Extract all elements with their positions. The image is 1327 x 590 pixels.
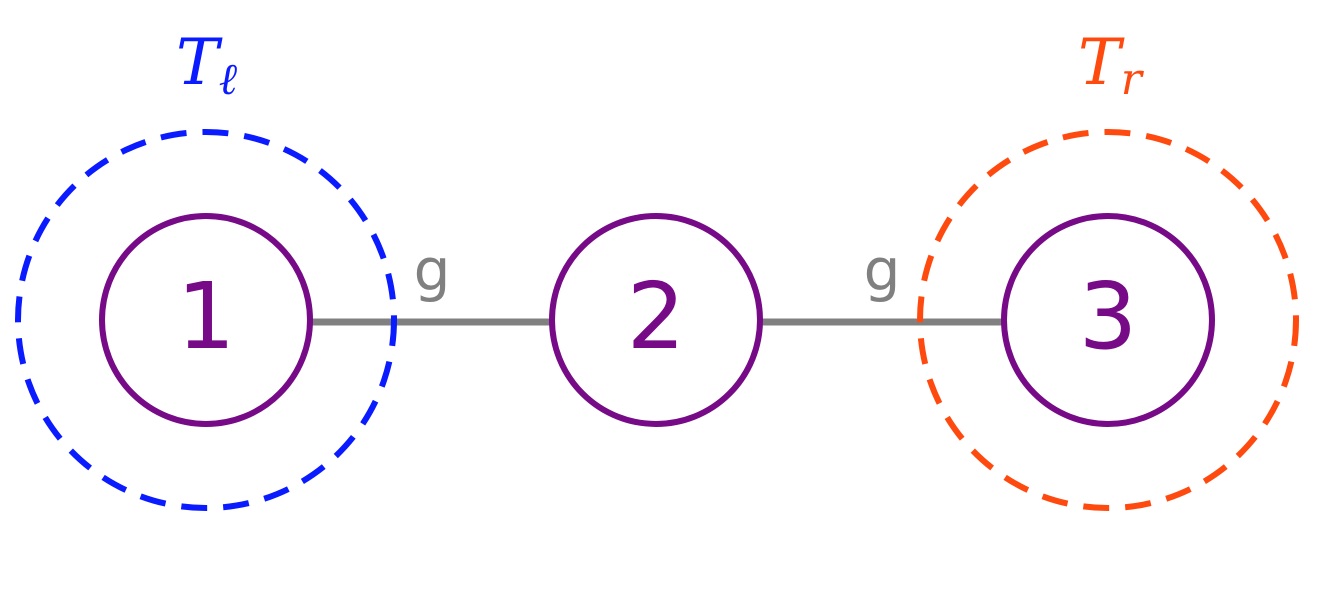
edge-2-3-label: g: [864, 236, 901, 304]
right-bath-label: Tr: [1078, 26, 1145, 105]
left-bath-label: Tℓ: [176, 26, 238, 105]
right-bath-subscript: r: [1121, 54, 1145, 105]
right-bath-symbol: T: [1078, 26, 1125, 100]
edge-1-2-label: g: [414, 236, 451, 304]
node-3-circle: [1001, 213, 1215, 427]
node-1-circle: [99, 213, 313, 427]
node-2-label: 2: [627, 263, 686, 370]
node-3-label: 3: [1079, 263, 1138, 370]
node-1-label: 1: [177, 263, 236, 370]
node-2-circle: [549, 213, 763, 427]
right-bath-circle: [917, 129, 1299, 511]
left-bath-symbol: T: [176, 26, 223, 100]
left-bath-subscript: ℓ: [219, 54, 238, 105]
left-bath-circle: [15, 129, 397, 511]
